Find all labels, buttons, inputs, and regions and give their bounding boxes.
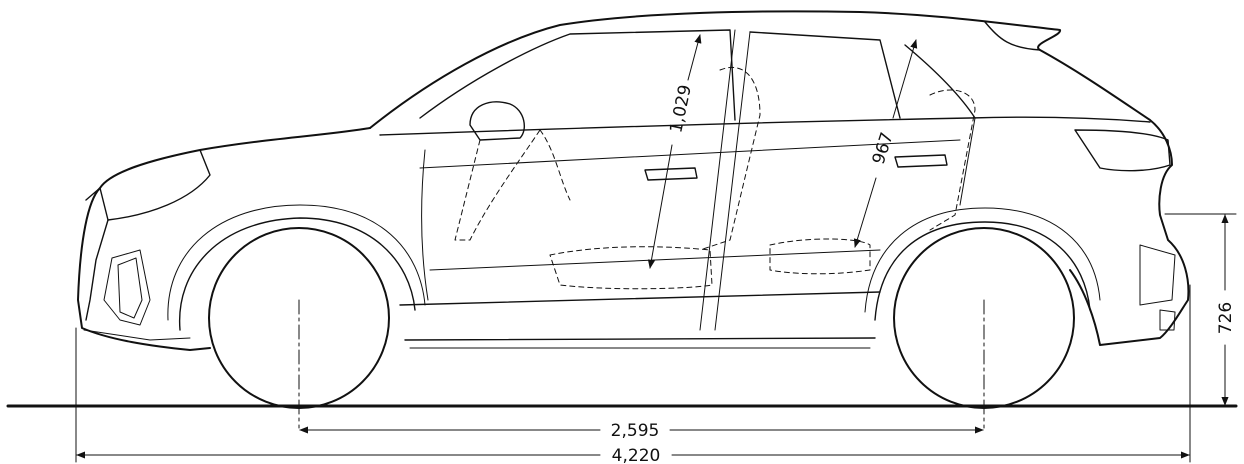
- front-headroom-dimension: 1,029: [647, 34, 702, 269]
- rear-height-dimension: 726: [1216, 214, 1236, 406]
- front-headroom-label: 1,029: [666, 83, 696, 135]
- car-body: [77, 10, 1190, 351]
- overall-length-dimension: 4,220: [76, 446, 1190, 464]
- rear-wheel: [893, 227, 1075, 429]
- overall-length-label: 4,220: [612, 446, 661, 464]
- rear-headroom-label: 967: [869, 130, 898, 167]
- rear-headroom-dimension: 967: [853, 39, 918, 248]
- front-wheel: [208, 227, 390, 429]
- wheelbase-dimension: 2,595: [299, 421, 984, 441]
- seat-outlines: [454, 66, 976, 290]
- wheelbase-label: 2,595: [611, 421, 660, 441]
- rear-height-label: 726: [1216, 302, 1236, 334]
